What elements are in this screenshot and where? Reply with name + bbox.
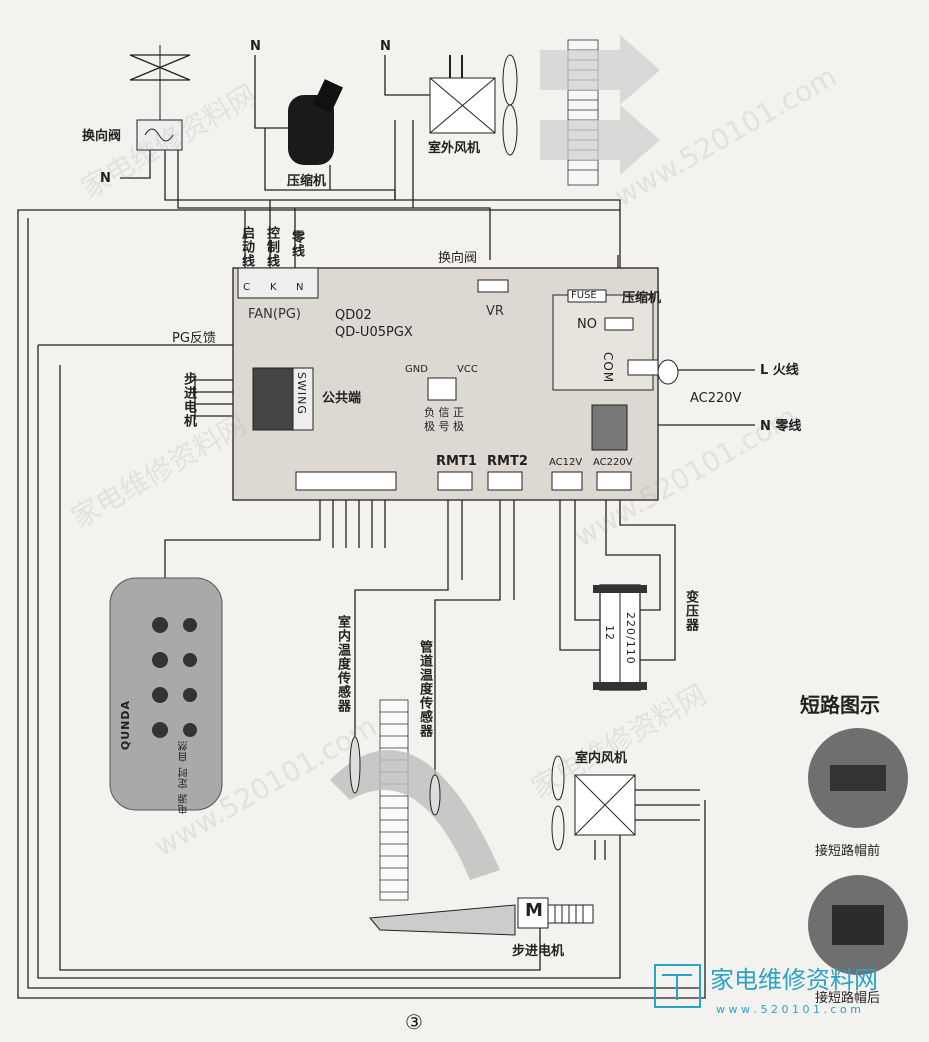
pole-label-1: 负 信 正 xyxy=(424,406,464,419)
footer-url: w w w . 5 2 0 1 0 1 . c o m xyxy=(716,1003,861,1016)
valve-n-label: N xyxy=(100,171,111,186)
neutral-line-label: N 零线 xyxy=(760,419,802,434)
board-valve-label: 换向阀 xyxy=(438,251,478,266)
com-label: COM xyxy=(601,352,615,384)
no-label: NO xyxy=(577,317,597,332)
stepper-motor-label: 步进电机 xyxy=(512,944,565,959)
compressor-label: 压缩机 xyxy=(287,174,327,189)
transformer-220: 220/110 xyxy=(624,612,637,665)
pg-feedback-label: PG反馈 xyxy=(172,331,216,346)
indoor-fan-symbol xyxy=(551,755,636,851)
inner-wire-loop xyxy=(27,218,700,989)
indoor-coil xyxy=(379,699,409,901)
rmt1-label: RMT1 xyxy=(436,454,477,469)
terminal-c: C xyxy=(243,282,250,293)
model-line-1: QD02 xyxy=(335,308,372,323)
pipe-sensor-label: 管道温度传感器 xyxy=(417,640,432,738)
terminal-n: N xyxy=(296,282,304,293)
start-wire-label: 启动线 xyxy=(239,226,254,268)
remote-brand: QUNDA xyxy=(119,700,132,751)
model-line-2: QD-U05PGX xyxy=(335,325,413,340)
short-title: 短路图示 xyxy=(800,693,880,717)
sensor-connector xyxy=(427,377,457,401)
room-sensor-label: 室内温度传感器 xyxy=(335,615,350,713)
transformer-12: 12 xyxy=(603,625,616,641)
fan-pg-label: FAN(PG) xyxy=(248,307,301,322)
terminal-block-top xyxy=(237,267,319,299)
site-logo xyxy=(654,964,701,1008)
figure-number: ③ xyxy=(405,1010,423,1034)
terminal-k: K xyxy=(270,282,277,293)
fuse-box xyxy=(567,289,607,303)
swing-label: SWING xyxy=(295,372,308,415)
remote-control xyxy=(109,577,223,811)
ac220v-connector xyxy=(596,471,632,491)
airflow-arrow-top xyxy=(540,35,660,105)
gnd-label: GND xyxy=(405,364,428,375)
indoor-airflow xyxy=(330,750,500,880)
valve-symbol xyxy=(129,45,191,151)
live-line-label: L 火线 xyxy=(760,363,799,378)
compressor-symbol xyxy=(288,79,343,165)
common-label: 公共端 xyxy=(322,391,362,406)
power-terminal xyxy=(591,404,628,451)
remote-buttons-label: 电源 定时 自然 xyxy=(179,740,190,815)
pole-label-2: 极 号 极 xyxy=(424,420,464,433)
valve-label: 换向阀 xyxy=(82,129,122,144)
rmt2-label: RMT2 xyxy=(487,454,528,469)
ac220v-label: AC220V xyxy=(690,391,742,406)
indoor-fan-label: 室内风机 xyxy=(575,751,628,766)
short-before-label: 接短路帽前 xyxy=(815,844,881,859)
vr-connector xyxy=(477,279,509,293)
ac220v-small-label: AC220V xyxy=(593,457,633,468)
rmt2-connector xyxy=(487,471,523,491)
ac12v-connector xyxy=(551,471,583,491)
fan-n-label: N xyxy=(380,39,391,54)
short-after-label: 接短路帽后 xyxy=(815,991,881,1006)
rmt1-connector xyxy=(437,471,473,491)
airflow-arrow-bottom xyxy=(540,105,660,175)
footer-brand: 家电维修资料网 xyxy=(710,966,878,994)
motor-m-label: M xyxy=(525,900,543,921)
outdoor-fan-label: 室外风机 xyxy=(428,141,481,156)
swing-connector xyxy=(252,367,294,431)
fuse-label: FUSE xyxy=(571,290,597,301)
transformer xyxy=(593,584,647,691)
transformer-label: 变压器 xyxy=(683,590,698,632)
outdoor-fan-symbol xyxy=(429,54,518,156)
vcc-label: VCC xyxy=(457,364,478,375)
louver xyxy=(369,904,516,936)
control-wire-label: 控制线 xyxy=(264,226,279,268)
vr-label: VR xyxy=(486,304,504,319)
neutral-wire-label: 零线 xyxy=(289,230,304,258)
stepper-side-label: 步进电机 xyxy=(181,372,196,428)
compressor-n-label: N xyxy=(250,39,261,54)
board-compressor-label: 压缩机 xyxy=(622,291,662,306)
ac12v-label: AC12V xyxy=(549,457,583,468)
display-connector xyxy=(295,471,397,491)
outer-wire-loop xyxy=(17,209,706,999)
